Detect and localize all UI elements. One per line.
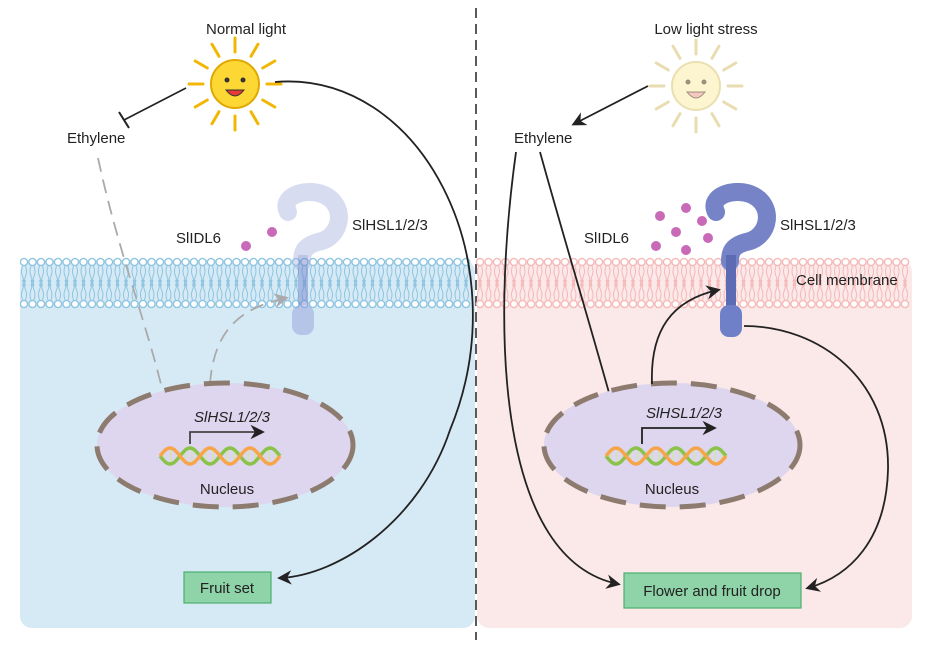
right-ligand-dots <box>651 203 713 255</box>
right-receptor-to-drop-arrow <box>743 325 889 592</box>
faded-sun-icon <box>648 38 744 134</box>
right-receptor-label: SlHSL1/2/3 <box>780 217 856 234</box>
left-ethylene-label: Ethylene <box>67 130 125 147</box>
left-inhibition-line <box>123 87 187 121</box>
left-dna-icon <box>158 446 282 466</box>
right-ligand-label: SlIDL6 <box>584 230 629 247</box>
right-gene-to-receptor-arrow <box>651 285 721 385</box>
right-light-label: Low light stress <box>654 21 757 38</box>
right-gene-label: SlHSL1/2/3 <box>646 405 723 422</box>
right-panel: Low light stress Ethylene SlIDL6 SlHSL1/… <box>475 21 912 628</box>
right-dna-icon <box>604 446 728 466</box>
left-receptor-icon <box>277 183 348 335</box>
right-ethylene-label: Ethylene <box>514 130 572 147</box>
right-outcome-label: Flower and fruit drop <box>643 583 781 600</box>
left-ligand-label: SlIDL6 <box>176 230 221 247</box>
left-outcome-box <box>183 571 272 604</box>
right-sun-to-ethylene-arrow <box>571 85 649 126</box>
left-receptor-label: SlHSL1/2/3 <box>352 217 428 234</box>
left-faded-ethylene-path <box>97 157 173 417</box>
left-light-label: Normal light <box>206 21 287 38</box>
left-transcription-arrow <box>189 424 265 444</box>
right-outcome-box <box>623 572 802 609</box>
right-nucleus-label: Nucleus <box>645 481 699 498</box>
left-outcome-label: Fruit set <box>200 580 255 597</box>
left-nucleus <box>94 380 356 510</box>
right-ethylene-to-drop-arrow <box>503 151 621 589</box>
right-receptor-icon <box>705 183 776 337</box>
left-panel: Normal light Ethylene SlIDL6 SlHSL1/2/3 … <box>20 21 475 628</box>
left-nucleus-label: Nucleus <box>200 481 254 498</box>
left-gene-label: SlHSL1/2/3 <box>194 409 271 426</box>
left-faded-receptor-path <box>209 293 289 385</box>
left-cell-membrane <box>20 257 471 309</box>
left-ligand-dot <box>241 241 251 251</box>
left-ligand-dot <box>267 227 277 237</box>
cell-membrane-label: Cell membrane <box>796 272 898 289</box>
right-cell-membrane <box>475 257 910 309</box>
right-transcription-arrow <box>641 420 717 444</box>
sun-icon <box>187 36 283 132</box>
left-light-to-fruit-arrow <box>274 80 474 585</box>
right-nucleus <box>541 380 803 510</box>
